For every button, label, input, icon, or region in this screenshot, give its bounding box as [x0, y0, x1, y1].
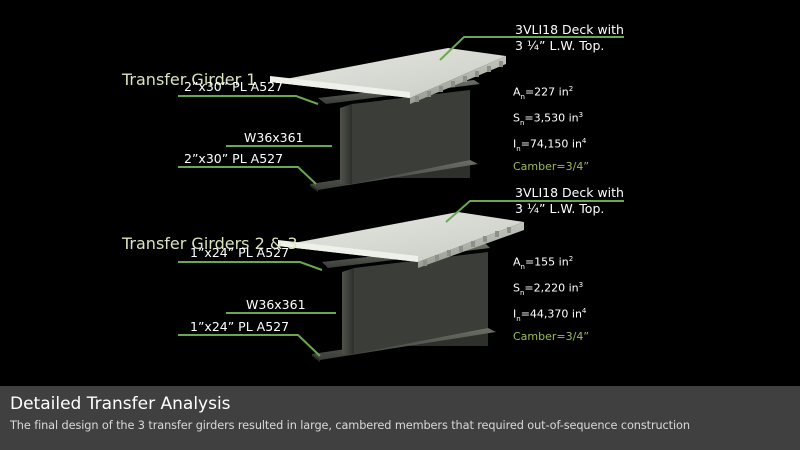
section-modulus-value-1: Sn=3,530 in3	[513, 110, 584, 127]
moment-inertia-value-2: In=44,370 in4	[513, 306, 587, 323]
moment-inertia-value-1: In=74,150 in4	[513, 136, 587, 153]
top-plate-label-2: 1”x24” PL A527	[190, 245, 290, 260]
deck-label-2: 3VLI18 Deck with 3 ¼” L.W. Top.	[515, 185, 624, 217]
leader-bottom-plate-2	[178, 334, 321, 357]
bottom-plate-label-1: 2”x30” PL A527	[184, 151, 284, 166]
leader-top-plate-1	[178, 95, 319, 105]
leader-deck-2	[445, 200, 624, 223]
top-plate-label-1: 2”x30” PL A527	[184, 79, 284, 94]
leader-bottom-plate-1	[178, 166, 317, 185]
deck-label-1-line2: 3 ¼” L.W. Top.	[515, 38, 605, 53]
web-label-1: W36x361	[244, 130, 304, 145]
deck-label-1-line1: 3VLI18 Deck with	[515, 22, 624, 37]
area-value-2: An=155 in2	[513, 255, 574, 271]
section-properties-1: An=227 in2 Sn=3,530 in3 In=74,150 in4 Ca…	[513, 80, 589, 176]
web-label-2: W36x361	[246, 297, 306, 312]
deck-label-1: 3VLI18 Deck with 3 ¼” L.W. Top.	[515, 22, 624, 54]
section-properties-2: An=155 in2 Sn=2,220 in3 In=44,370 in4 Ca…	[513, 250, 589, 346]
deck-label-2-line2: 3 ¼” L.W. Top.	[515, 201, 605, 216]
section-modulus-value-2: Sn=2,220 in3	[513, 280, 584, 297]
caption-bar: Detailed Transfer Analysis The final des…	[0, 386, 800, 450]
girder-illustration	[178, 36, 624, 362]
leader-lines	[178, 36, 624, 357]
girder-2-model	[278, 212, 524, 362]
leader-deck-1	[439, 36, 624, 61]
girder-1-model	[270, 48, 506, 192]
camber-value-1: Camber=3/4”	[513, 159, 590, 173]
girder-1-web	[340, 104, 352, 184]
area-value-1: An=227 in2	[513, 85, 574, 101]
camber-value-2: Camber=3/4”	[513, 329, 590, 343]
leader-top-plate-2	[178, 261, 323, 271]
section-title-girders-2-3: Transfer Girders 2 & 3	[122, 234, 298, 253]
caption-title: Detailed Transfer Analysis	[10, 394, 231, 414]
bottom-plate-label-2: 1”x24” PL A527	[190, 319, 290, 334]
caption-text: The final design of the 3 transfer girde…	[10, 419, 690, 432]
deck-label-2-line1: 3VLI18 Deck with	[515, 185, 624, 200]
girder-2-web	[342, 268, 354, 354]
section-title-girder-1: Transfer Girder 1	[122, 70, 257, 89]
